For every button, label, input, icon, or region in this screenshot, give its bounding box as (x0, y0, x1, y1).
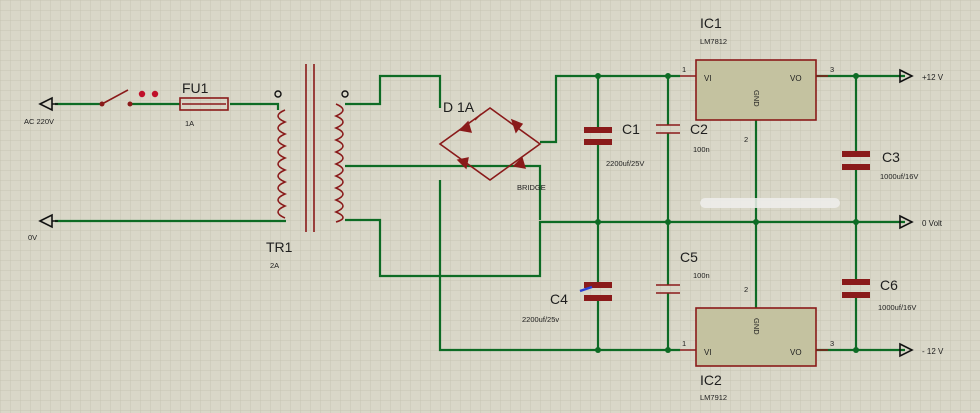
capacitor-c3 (842, 151, 870, 170)
c1-ref: C1 (622, 121, 640, 137)
ic1-part: LM7812 (700, 37, 727, 46)
minus12-terminal-icon (899, 342, 914, 358)
c6-ref: C6 (880, 277, 898, 293)
ic2-pin-vi: VI (704, 348, 712, 357)
c3-value: 1000uf/16V (880, 172, 918, 181)
fuse-value: 1A (185, 119, 194, 128)
transformer-symbol (274, 64, 349, 232)
ac-terminal-icon (38, 96, 58, 112)
bridge-rectifier (438, 107, 542, 181)
c4-value: 2200uf/25v (522, 315, 559, 324)
zero-volt-label: 0V (28, 233, 37, 242)
fuse-primary-wire (230, 102, 280, 110)
c4-ref: C4 (550, 291, 568, 307)
c5-value: 100n (693, 271, 710, 280)
c6-value: 1000uf/16V (878, 303, 916, 312)
ic2-pin3: 3 (830, 339, 834, 348)
transformer-core (305, 64, 315, 232)
c2-value: 100n (693, 145, 710, 154)
gnd-terminal-icon (899, 214, 914, 230)
ic1-pin-vi: VI (704, 74, 712, 83)
secondary-coil (333, 103, 344, 223)
capacitor-c6 (842, 279, 870, 298)
regulator-ic2 (680, 307, 828, 367)
ic2-part: LM7912 (700, 393, 727, 402)
transformer-ref: TR1 (266, 239, 293, 255)
fuse-symbol (179, 97, 229, 111)
c1-value: 2200uf/25V (606, 159, 644, 168)
ic2-pin-vo: VO (790, 348, 802, 357)
ic1-ref: IC1 (700, 15, 722, 31)
blurred-watermark (700, 198, 840, 208)
sec-top-wire (345, 74, 442, 108)
zero-terminal-icon (38, 213, 58, 229)
c5-ref: C5 (680, 249, 698, 265)
centre-tap-wire (345, 164, 542, 220)
ic1-pin-gnd: GND (752, 90, 761, 107)
ic1-pin2: 2 (744, 135, 748, 144)
wires (55, 74, 905, 352)
c3-ref: C3 (882, 149, 900, 165)
c2-ref: C2 (690, 121, 708, 137)
capacitor-c1 (584, 127, 612, 145)
ac-input-label: AC 220V (24, 117, 54, 126)
ic2-pin-gnd: GND (752, 318, 761, 335)
ic2-ref: IC2 (700, 372, 722, 388)
power-switch (99, 89, 159, 107)
ic2-pin1: 1 (682, 339, 686, 348)
bridge-ref: D 1A (443, 99, 475, 115)
plus12-terminal-icon (899, 68, 914, 84)
positive-rail-in (540, 74, 680, 144)
primary-coil (277, 109, 288, 219)
transformer-value: 2A (270, 261, 279, 270)
gnd-label: 0 Volt (922, 219, 943, 228)
junctions (595, 73, 859, 353)
ic1-pin1: 1 (682, 65, 686, 74)
ic2-pin2: 2 (744, 285, 748, 294)
regulator-ic1 (680, 59, 828, 121)
minus12-label: - 12 V (922, 347, 944, 356)
fuse-ref: FU1 (182, 80, 209, 96)
ic1-pin-vo: VO (790, 74, 802, 83)
capacitor-c2 (656, 124, 680, 134)
capacitor-c4 (579, 282, 612, 301)
terminal-symbols (38, 68, 914, 358)
capacitor-c5 (656, 284, 680, 294)
switch-indicator-icon (138, 90, 146, 98)
ic1-pin3: 3 (830, 65, 834, 74)
bridge-value: BRIDGE (517, 183, 546, 192)
plus12-label: +12 V (922, 73, 944, 82)
